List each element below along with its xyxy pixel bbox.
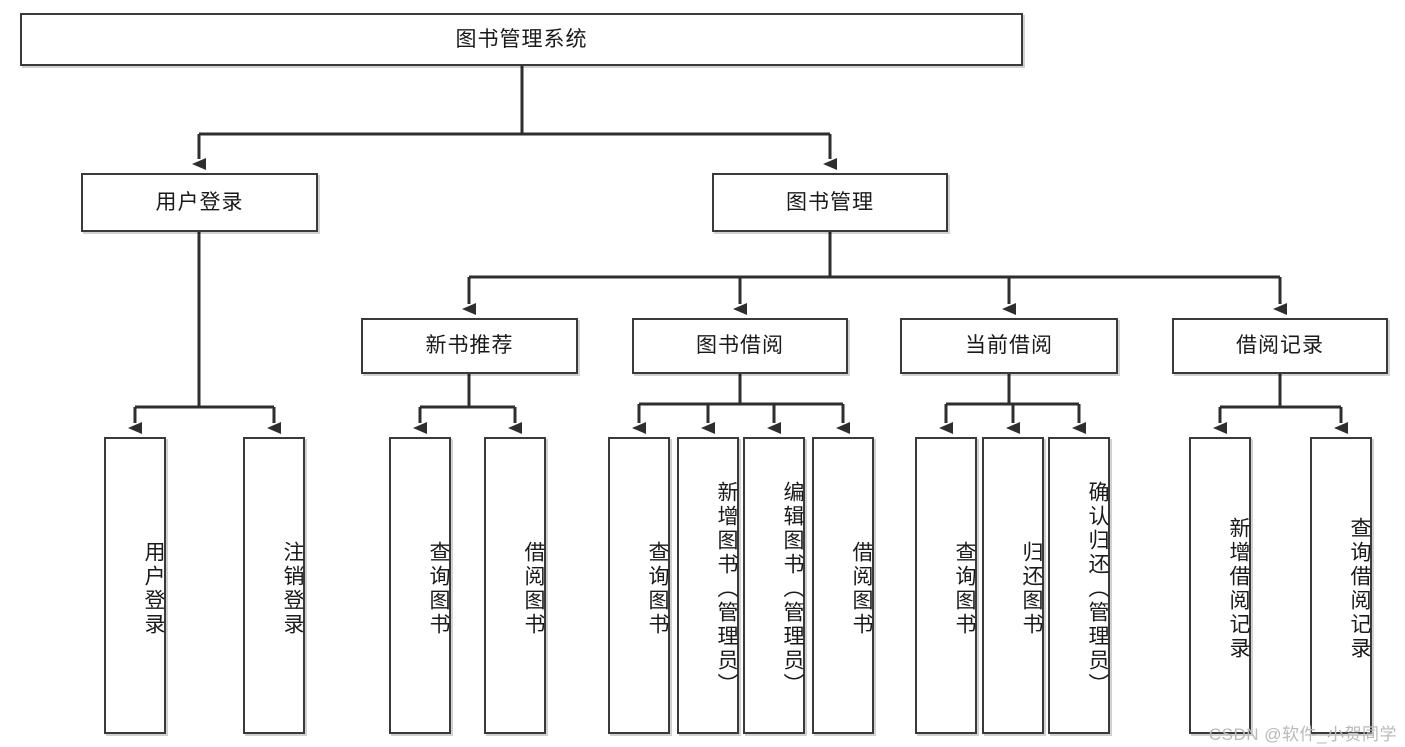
leaf-label: 归还图书 [1020, 540, 1043, 637]
node-leaf-borrow-book-1[interactable]: 借阅图书 [484, 437, 546, 734]
leaf-label: 确认归还（管理员） [1086, 480, 1109, 697]
node-book-borrow[interactable]: 图书借阅 [632, 318, 848, 374]
csdn-watermark: CSDN @软件_小贺同学 [1208, 725, 1397, 744]
leaf-label: 编辑图书（管理员） [781, 480, 804, 697]
node-leaf-query-record[interactable]: 查询借阅记录 [1310, 437, 1372, 734]
node-leaf-query-book-3[interactable]: 查询图书 [915, 437, 977, 734]
node-current-borrow[interactable]: 当前借阅 [900, 318, 1118, 374]
leaf-label: 注销登录 [281, 540, 304, 637]
node-leaf-borrow-book-2[interactable]: 借阅图书 [812, 437, 874, 734]
node-borrow-record[interactable]: 借阅记录 [1172, 318, 1388, 374]
node-leaf-add-book[interactable]: 新增图书（管理员） [677, 437, 739, 734]
node-leaf-query-book-1[interactable]: 查询图书 [389, 437, 451, 734]
leaf-label: 用户登录 [142, 540, 165, 637]
node-user-login[interactable]: 用户登录 [81, 173, 318, 232]
node-leaf-query-book-2[interactable]: 查询图书 [608, 437, 670, 734]
leaf-label: 新增借阅记录 [1227, 516, 1250, 661]
node-leaf-user-login[interactable]: 用户登录 [104, 437, 166, 734]
leaf-label: 新增图书（管理员） [715, 480, 738, 697]
node-leaf-add-record[interactable]: 新增借阅记录 [1189, 437, 1251, 734]
leaf-label: 借阅图书 [522, 540, 545, 637]
leaf-label: 查询借阅记录 [1348, 516, 1371, 661]
leaf-label: 查询图书 [953, 540, 976, 637]
node-root-system[interactable]: 图书管理系统 [20, 13, 1023, 66]
leaf-label: 查询图书 [427, 540, 450, 637]
node-leaf-logout[interactable]: 注销登录 [243, 437, 305, 734]
leaf-label: 借阅图书 [850, 540, 873, 637]
node-new-book-recommend[interactable]: 新书推荐 [361, 318, 578, 374]
node-leaf-return-book[interactable]: 归还图书 [982, 437, 1044, 734]
node-leaf-confirm-return[interactable]: 确认归还（管理员） [1048, 437, 1110, 734]
node-leaf-edit-book[interactable]: 编辑图书（管理员） [743, 437, 805, 734]
node-book-manage[interactable]: 图书管理 [712, 173, 948, 232]
leaf-label: 查询图书 [646, 540, 669, 637]
